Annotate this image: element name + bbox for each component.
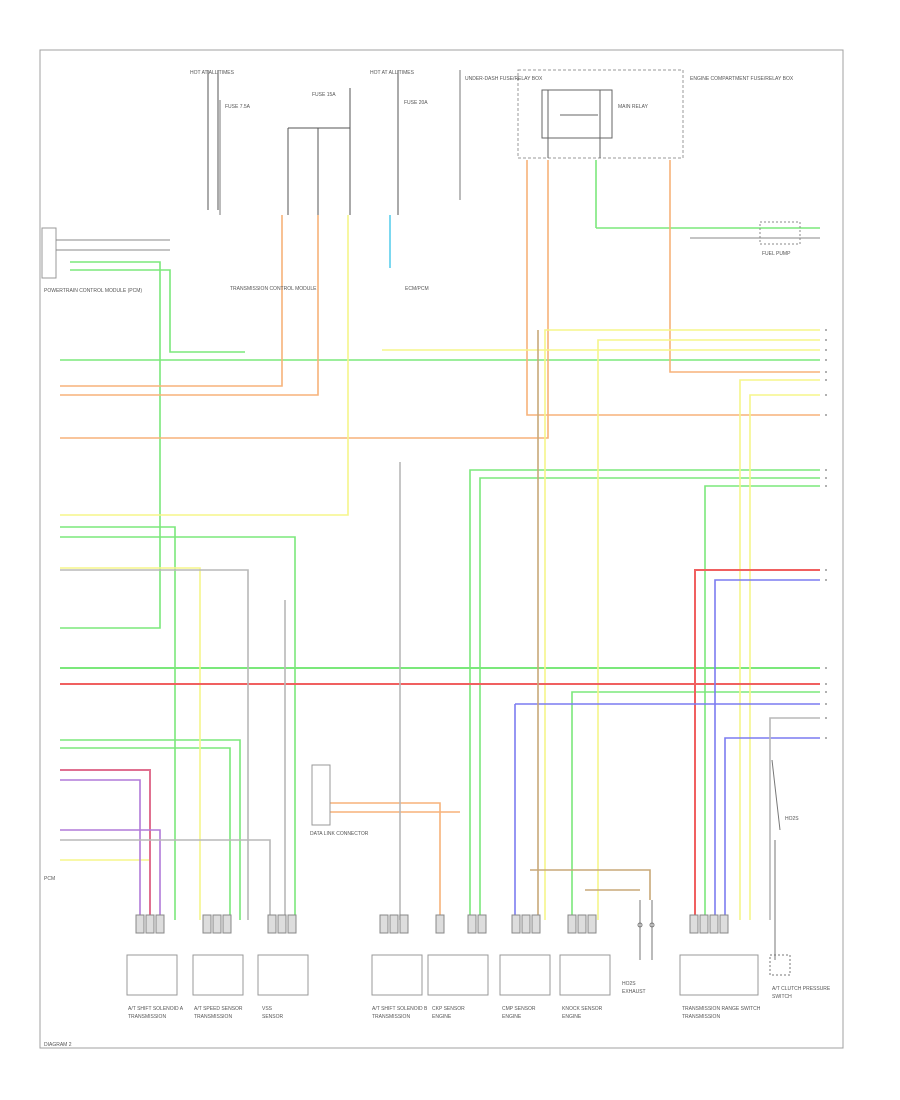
component-label: A/T SHIFT SOLENOID A: [128, 1006, 184, 1012]
page-ref: DIAGRAM 2: [44, 1042, 72, 1048]
dlc-label: DATA LINK CONNECTOR: [310, 831, 369, 837]
lower-right-switches: [637, 759, 791, 976]
engine-relay-label: ENGINE COMPARTMENT FUSE/RELAY BOX: [690, 76, 794, 82]
component-sub: ENGINE: [562, 1014, 582, 1020]
component-label: HO2S: [622, 981, 636, 987]
yellow-wires: [60, 215, 820, 920]
component-label: A/T SHIFT SOLENOID B: [372, 1006, 428, 1012]
component-label: VSS: [262, 1006, 273, 1012]
component-sub: SWITCH: [772, 994, 792, 1000]
component-sub: EXHAUST: [622, 989, 646, 995]
bottom-components: [126, 954, 759, 996]
green-wires: [60, 160, 820, 920]
component-sub: SENSOR: [262, 1014, 284, 1020]
gray-wires: [60, 462, 820, 920]
blue-wires: [514, 579, 820, 920]
fuse-label-3: FUSE 20A: [404, 100, 428, 106]
component-label: KNOCK SENSOR: [562, 1006, 603, 1012]
relay-label: MAIN RELAY: [618, 104, 649, 110]
orange-wires: [60, 160, 820, 920]
inline-connector: [311, 764, 331, 826]
fuel-pump-label: FUEL PUMP: [762, 251, 791, 257]
top-section: [207, 69, 820, 245]
diagram-frame: [39, 49, 844, 1049]
red-wires: [60, 569, 820, 920]
fuse-label-1: FUSE 7.5A: [225, 104, 251, 110]
relay-coil: [541, 89, 613, 139]
hot-label-mid: HOT AT ALL TIMES: [370, 70, 415, 76]
tcm-label: TRANSMISSION CONTROL MODULE: [230, 286, 317, 292]
pcm-left-connector: [41, 227, 170, 279]
component-label: CMP SENSOR: [502, 1006, 536, 1012]
component-sub: TRANSMISSION: [194, 1014, 232, 1020]
component-label: TRANSMISSION RANGE SWITCH: [682, 1006, 761, 1012]
pcm-left-label: POWERTRAIN CONTROL MODULE (PCM): [44, 288, 142, 294]
component-label: A/T SPEED SENSOR: [194, 1006, 243, 1012]
component-label: A/T CLUTCH PRESSURE: [772, 986, 831, 992]
ho2s-label: HO2S: [785, 816, 799, 822]
component-label: CKP SENSOR: [432, 1006, 465, 1012]
right-terminals: [825, 329, 827, 739]
component-sub: ENGINE: [502, 1014, 522, 1020]
ecm-label: ECM/PCM: [405, 286, 429, 292]
hot-label-left: HOT AT ALL TIMES: [190, 70, 235, 76]
component-sub: TRANSMISSION: [372, 1014, 410, 1020]
fuse-label-2: FUSE 15A: [312, 92, 336, 98]
junction-box-label: UNDER-DASH FUSE/RELAY BOX: [465, 76, 543, 82]
component-sub: TRANSMISSION: [682, 1014, 720, 1020]
component-sub: ENGINE: [432, 1014, 452, 1020]
brown-wires: [530, 330, 651, 920]
connector-pins: [135, 914, 729, 934]
violet-wires: [60, 779, 161, 920]
pcm-bottom-label: PCM: [44, 876, 55, 882]
fuel-pump-connector: [759, 221, 801, 245]
component-sub: TRANSMISSION: [128, 1014, 166, 1020]
